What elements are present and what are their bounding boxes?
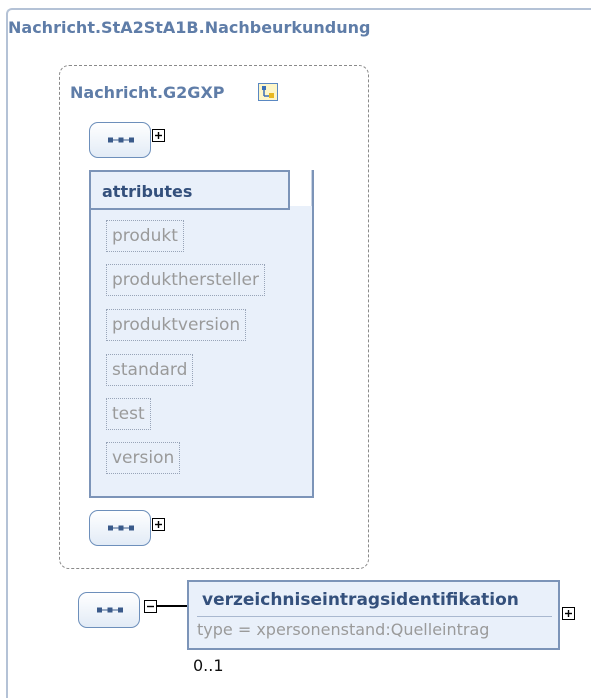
attribute-item[interactable]: test bbox=[106, 398, 151, 430]
complex-type-title: Nachricht.StA2StA1B.Nachbeurkundung bbox=[8, 18, 371, 37]
sequence-compositor-icon[interactable] bbox=[78, 592, 140, 628]
expand-plus-icon[interactable] bbox=[152, 518, 165, 531]
complex-type-icon[interactable] bbox=[258, 83, 278, 101]
attribute-item[interactable]: version bbox=[106, 442, 181, 474]
attribute-item[interactable]: produktversion bbox=[106, 309, 247, 341]
element-name: verzeichniseintragsidentifikation bbox=[202, 590, 519, 610]
extension-group bbox=[59, 65, 369, 569]
expand-plus-icon[interactable] bbox=[562, 607, 575, 620]
sequence-compositor-icon[interactable] bbox=[89, 510, 151, 546]
attribute-item[interactable]: produkt bbox=[106, 220, 184, 252]
base-type-title: Nachricht.G2GXP bbox=[70, 83, 225, 102]
collapse-minus-icon[interactable] bbox=[144, 600, 157, 613]
cardinality-label: 0..1 bbox=[193, 656, 224, 675]
connector-line bbox=[157, 605, 189, 607]
attributes-box: attributes produkt produkthersteller pro… bbox=[89, 170, 314, 498]
attributes-header bbox=[91, 172, 290, 210]
element-divider bbox=[197, 616, 552, 617]
expand-plus-icon[interactable] bbox=[152, 129, 165, 142]
element-type: type = xpersonenstand:Quelleintrag bbox=[197, 620, 490, 639]
attribute-item[interactable]: produkthersteller bbox=[106, 264, 265, 296]
complex-type-frame bbox=[6, 8, 591, 698]
element-box[interactable]: verzeichniseintragsidentifikation type =… bbox=[187, 580, 560, 650]
attribute-item[interactable]: standard bbox=[106, 354, 194, 386]
sequence-compositor-icon[interactable] bbox=[89, 122, 151, 158]
attributes-label: attributes bbox=[102, 182, 193, 201]
attributes-header-tab bbox=[290, 170, 312, 206]
